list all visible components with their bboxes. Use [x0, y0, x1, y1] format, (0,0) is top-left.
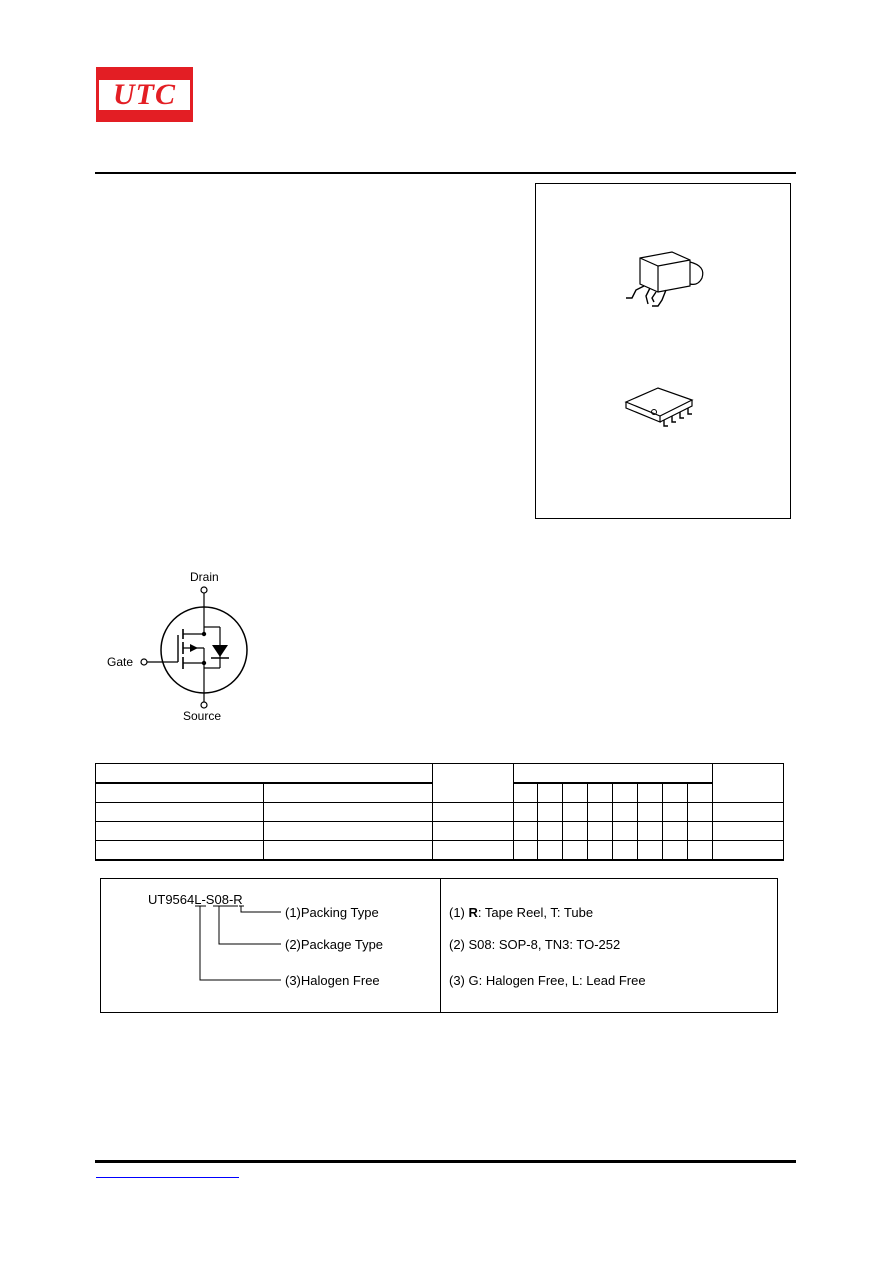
table-row [95, 821, 784, 841]
gate-label: Gate [107, 655, 134, 669]
mosfet-schematic-icon [140, 586, 248, 709]
sop-8-package-icon [624, 387, 694, 427]
ordering-info-table [95, 763, 784, 861]
part-number: UT9564L-S08-R [148, 892, 243, 907]
header-rule [95, 172, 796, 174]
legend-divider [440, 879, 441, 1012]
note-packing-text: : Tape Reel, T: Tube [477, 905, 594, 920]
footer-link-underline[interactable] [96, 1177, 239, 1178]
note-packing-code: R [468, 905, 478, 920]
to-252-package-icon [626, 251, 704, 307]
drain-label: Drain [190, 570, 219, 584]
table-row [95, 802, 784, 822]
utc-logo: UTC [96, 67, 193, 122]
part-number-legend-box: UT9564L-S08-R (1)Packing Type (2)Package… [100, 878, 778, 1013]
note-packing-prefix: (1) [449, 905, 469, 920]
mosfet-symbol: Drain Gate Source [100, 565, 270, 735]
footer-rule [95, 1160, 796, 1163]
note-package: (2) S08: SOP-8, TN3: TO-252 [449, 937, 621, 952]
package-box [535, 183, 791, 519]
logo-inner: UTC [99, 77, 190, 111]
logo-text: UTC [113, 77, 176, 111]
legend-halogen-free: (3)Halogen Free [285, 973, 380, 988]
legend-package-type: (2)Package Type [285, 937, 384, 952]
table-row [95, 840, 784, 861]
note-halogen: (3) G: Halogen Free, L: Lead Free [449, 973, 646, 988]
part-number-leader-lines [195, 905, 281, 981]
note-packing: (1) R: Tape Reel, T: Tube [449, 905, 593, 920]
source-label: Source [183, 709, 222, 723]
table-header-row [95, 763, 784, 803]
legend-packing-type: (1)Packing Type [285, 905, 379, 920]
